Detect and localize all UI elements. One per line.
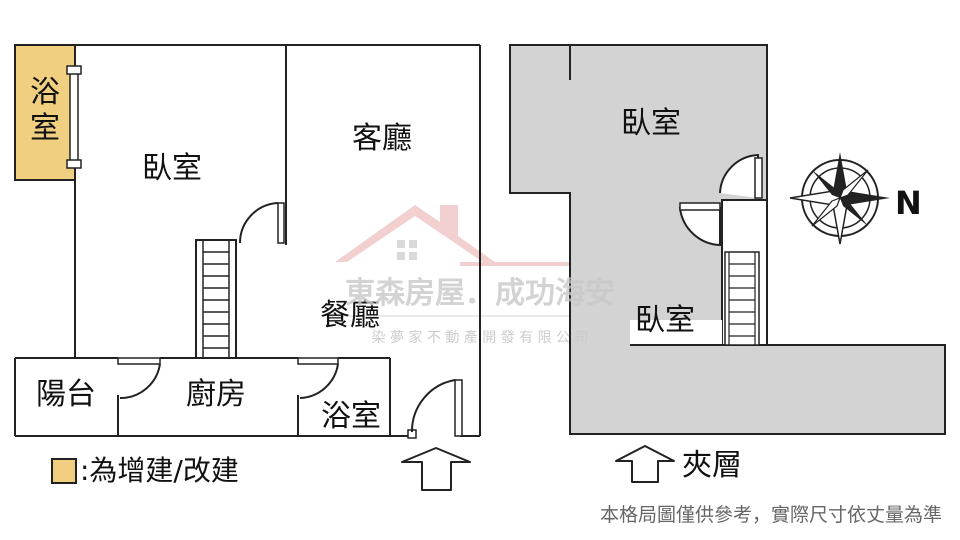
room-label-bath-left-2: 室 (30, 111, 60, 146)
entrance-door (407, 379, 463, 439)
room-label-living: 客廳 (352, 121, 412, 156)
watermark-company: 東森房屋．成功海安 (345, 276, 615, 311)
window (69, 69, 79, 166)
bath-door (297, 357, 339, 399)
ground-floor-plan: 浴 室 臥室 客廳 餐廳 陽台 廚房 浴室 (14, 44, 481, 439)
entrance-arrow-icon (401, 447, 471, 491)
staircase (195, 239, 237, 359)
mezzanine-door-top (719, 153, 763, 199)
balcony-door (117, 357, 161, 400)
bedroom-door (238, 202, 285, 244)
room-label-kitchen: 廚房 (186, 377, 246, 412)
mezzanine-plan: 臥室 臥室 (509, 44, 946, 435)
watermark-subtitle: 染 夢 家 不 動 產 開 發 有 限 公 司 (372, 329, 589, 346)
room-label-balcony: 陽台 (36, 377, 96, 412)
room-label-bath-left-1: 浴 (30, 75, 60, 110)
mezzanine-room-label-bottom: 臥室 (635, 303, 695, 338)
room-label-bedroom: 臥室 (142, 151, 202, 186)
room-label-bath-small: 浴室 (321, 399, 381, 434)
addition-bath-area (14, 44, 76, 181)
mezzanine-staircase (724, 251, 760, 346)
legend-text: :為增建/改建 (80, 454, 239, 487)
legend-swatch (51, 458, 77, 484)
mezzanine-label: 夾層 (682, 448, 742, 483)
compass-rose-icon (789, 152, 890, 245)
mezzanine-door-left (678, 202, 721, 247)
room-label-dining: 餐廳 (320, 298, 380, 333)
mezzanine-room-label-top: 臥室 (621, 106, 681, 141)
mezzanine-arrow-icon (615, 445, 675, 483)
compass-north-label: N (895, 184, 922, 222)
disclaimer-note: 本格局圖僅供參考，實際尺寸依丈量為準 (600, 504, 942, 526)
